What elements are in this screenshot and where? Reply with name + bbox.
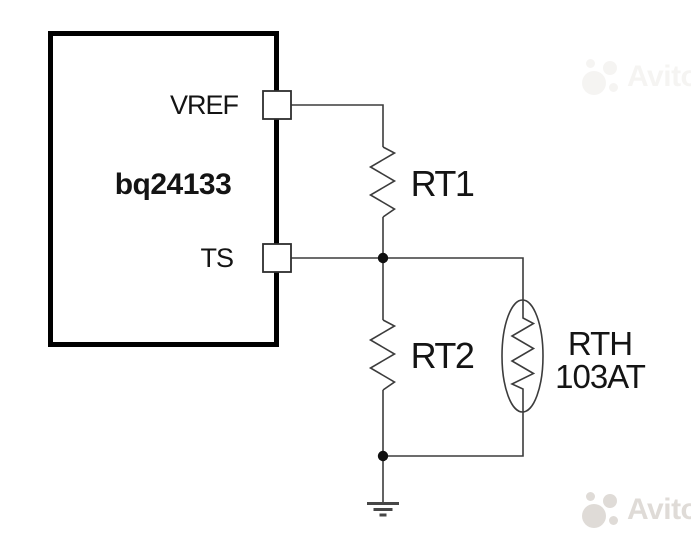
resistor-rt2-zigzag (368, 319, 397, 391)
watermark-text: Avito (627, 60, 691, 93)
thermistor-label-line2: 103AT (555, 358, 646, 395)
avito-logo-icon (582, 489, 620, 531)
resistor-label-rt1: RT1 (410, 163, 475, 204)
pin-label-ts: TS (200, 243, 234, 273)
watermark-top-right: Avito (582, 56, 691, 98)
ic-label: bq24133 (114, 168, 232, 201)
pin-label-vref: VREF (169, 90, 239, 120)
junction-dot-ground-node (377, 450, 389, 462)
avito-logo-icon (582, 56, 620, 98)
resistor-rt1-zigzag (368, 146, 397, 218)
wire-thermistor-to-ground-node (383, 412, 524, 457)
pin-square-vref (262, 90, 292, 120)
wire-vref-to-rt1 (291, 104, 384, 147)
ground-symbol (367, 502, 399, 517)
watermark-bottom-right: Avito (582, 489, 691, 531)
wire-ts-node-to-thermistor (383, 257, 524, 300)
pin-square-ts (262, 243, 292, 273)
thermistor-zigzag (510, 300, 536, 412)
thermistor-label: RTH 103AT (548, 327, 652, 393)
junction-dot-ts-node (377, 252, 389, 264)
watermark-text: Avito (627, 493, 691, 526)
ic-body-outline (48, 31, 279, 347)
thermistor-label-line1: RTH (567, 325, 633, 362)
resistor-label-rt2: RT2 (410, 335, 475, 376)
